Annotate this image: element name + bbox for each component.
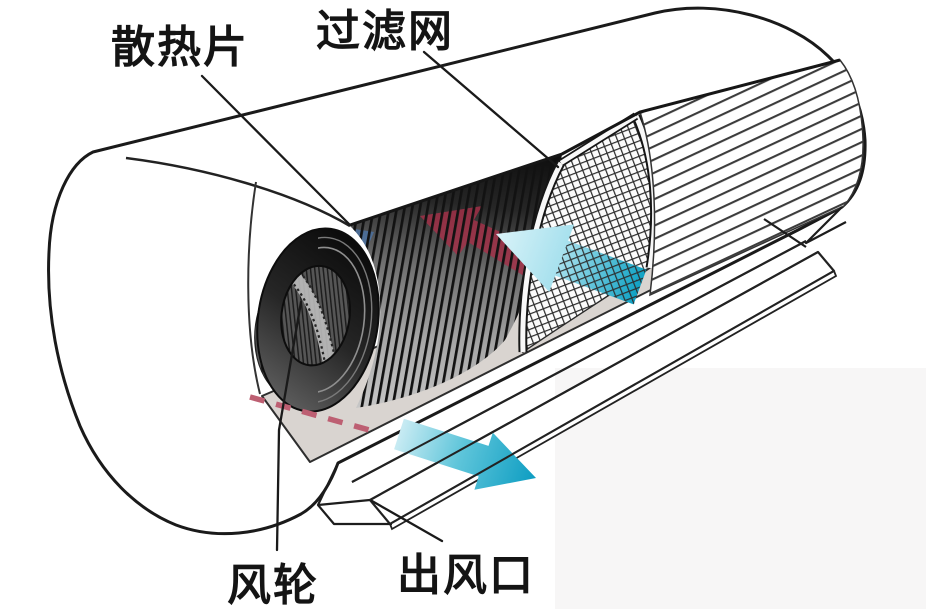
lines-over-outlet-arrow: [351, 240, 835, 525]
outlet-airflow-arrow: [394, 418, 536, 490]
housing-notch: [763, 206, 847, 248]
corner-fold-lines: [316, 462, 392, 526]
leader-heatsink-fins: [200, 74, 352, 227]
leader-filter: [422, 50, 560, 169]
label-filter: 过滤网: [316, 6, 454, 57]
leader-air-outlet: [370, 499, 444, 543]
leader-fan-wheel: [275, 300, 303, 552]
coil-cross-section: [256, 227, 380, 413]
top-inlet-grille: [639, 59, 864, 297]
refrigerant-dash-line: [249, 394, 381, 436]
cutaway-top-edge: [349, 58, 841, 227]
label-air-outlet: 出风口: [397, 550, 535, 601]
leader-lines: [200, 50, 560, 552]
filter-mesh: [518, 112, 660, 354]
background-shade: [555, 368, 926, 609]
label-heatsink-fins: 散热片: [111, 22, 249, 73]
housing-cut-rim: [125, 156, 351, 228]
label-fan-wheel: 风轮: [227, 560, 319, 609]
cut-face-edge: [247, 181, 261, 395]
